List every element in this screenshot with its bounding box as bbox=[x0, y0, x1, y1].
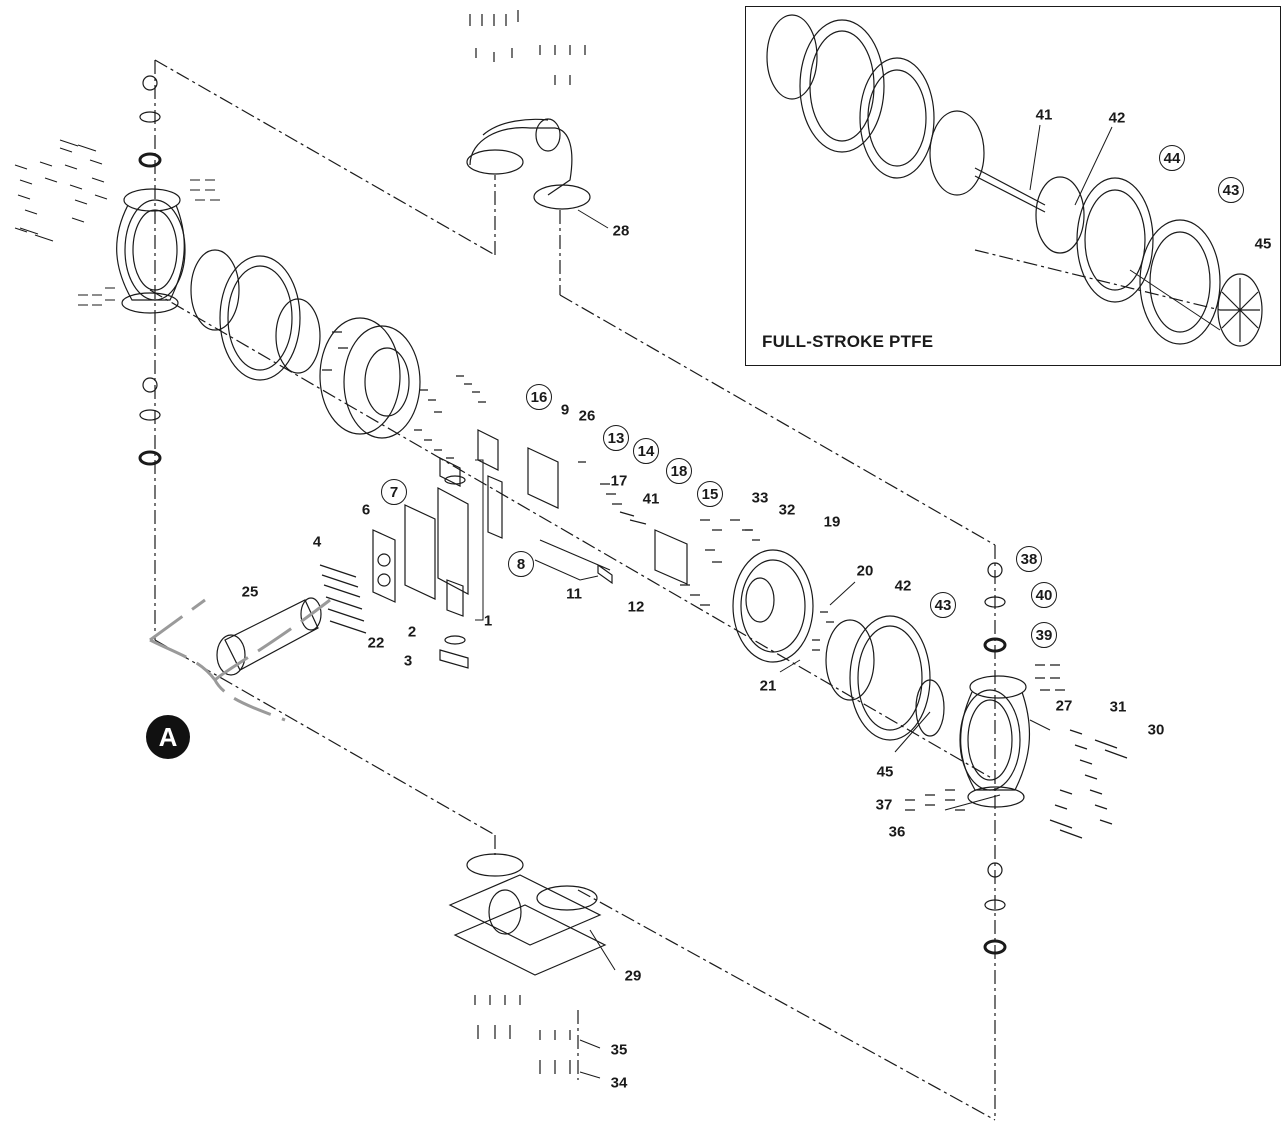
part-label-9: 9 bbox=[560, 401, 570, 419]
part-label-1: 1 bbox=[483, 612, 493, 630]
part-label-2: 2 bbox=[407, 623, 417, 641]
part-label-34: 34 bbox=[610, 1074, 628, 1092]
air-chamber-left bbox=[319, 317, 486, 459]
part-label-22: 22 bbox=[367, 634, 385, 652]
inset-label-43: 43 bbox=[1218, 177, 1244, 203]
part-label-8: 8 bbox=[508, 551, 534, 577]
part-label-29: 29 bbox=[624, 967, 642, 985]
full-stroke-ptfe-inset bbox=[745, 6, 1281, 366]
part-label-27: 27 bbox=[1055, 697, 1073, 715]
left-manifold bbox=[116, 75, 186, 314]
part-label-36: 36 bbox=[888, 823, 906, 841]
part-label-13: 13 bbox=[603, 425, 629, 451]
leader-lines bbox=[475, 124, 1221, 1079]
part-label-6: 6 bbox=[361, 501, 371, 519]
part-label-31: 31 bbox=[1109, 698, 1127, 716]
part-label-45: 45 bbox=[876, 763, 894, 781]
part-label-11: 11 bbox=[566, 585, 582, 603]
inlet-manifold bbox=[448, 853, 607, 1074]
right-manifold bbox=[905, 562, 1128, 839]
part-label-15: 15 bbox=[697, 481, 723, 507]
part-label-32: 32 bbox=[778, 501, 796, 519]
part-label-40: 40 bbox=[1031, 582, 1057, 608]
part-label-26: 26 bbox=[578, 407, 596, 425]
part-label-33: 33 bbox=[751, 489, 769, 507]
part-label-18: 18 bbox=[666, 458, 692, 484]
part-label-25: 25 bbox=[241, 583, 259, 601]
part-label-3: 3 bbox=[403, 652, 413, 670]
inset-label-41: 41 bbox=[1035, 106, 1053, 124]
part-label-12: 12 bbox=[627, 598, 645, 616]
part-label-17: 17 bbox=[610, 472, 628, 490]
inset-title: FULL-STROKE PTFE bbox=[762, 332, 934, 351]
center-section bbox=[319, 429, 752, 669]
part-label-14: 14 bbox=[633, 438, 659, 464]
inset-label-45: 45 bbox=[1254, 235, 1272, 253]
part-label-20: 20 bbox=[856, 562, 874, 580]
callout-a-badge: A bbox=[146, 715, 190, 759]
part-label-39: 39 bbox=[1031, 622, 1057, 648]
part-label-43: 43 bbox=[930, 592, 956, 618]
muffler bbox=[216, 597, 322, 676]
inset-parts bbox=[766, 14, 1263, 347]
part-label-35: 35 bbox=[610, 1041, 628, 1059]
inset-label-42: 42 bbox=[1108, 109, 1126, 127]
part-label-38: 38 bbox=[1016, 546, 1042, 572]
left-fasteners bbox=[14, 139, 220, 306]
part-label-42: 42 bbox=[894, 577, 912, 595]
part-label-30: 30 bbox=[1147, 721, 1165, 739]
part-label-21: 21 bbox=[759, 677, 777, 695]
callout-a-bracket bbox=[149, 598, 331, 722]
part-label-7: 7 bbox=[381, 479, 407, 505]
part-label-37: 37 bbox=[875, 796, 893, 814]
left-diaphragms bbox=[190, 249, 348, 381]
part-label-4: 4 bbox=[312, 533, 322, 551]
part-label-19: 19 bbox=[823, 513, 841, 531]
part-label-16: 16 bbox=[526, 384, 552, 410]
right-diaphragms bbox=[825, 615, 945, 741]
air-chamber-right bbox=[732, 529, 834, 663]
part-label-28: 28 bbox=[612, 222, 630, 240]
inset-label-44: 44 bbox=[1159, 145, 1185, 171]
part-label-41: 41 bbox=[642, 490, 660, 508]
discharge-manifold bbox=[466, 10, 591, 210]
